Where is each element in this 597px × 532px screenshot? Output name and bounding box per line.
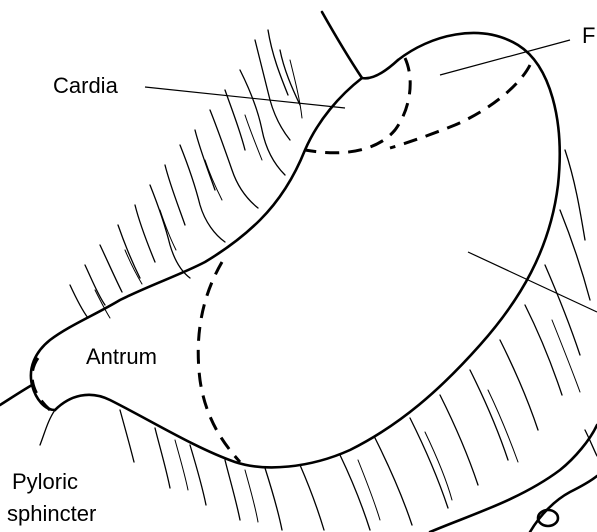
region-boundaries xyxy=(30,57,532,464)
fundus-leader xyxy=(439,39,571,76)
body-leader xyxy=(467,251,597,313)
label-pyloric-line1: Pyloric xyxy=(12,469,79,494)
stomach-outer-wall xyxy=(53,31,561,469)
label-antrum: Antrum xyxy=(86,344,157,369)
intestine-fragment xyxy=(428,423,597,532)
fundus-boundary-dash xyxy=(389,64,532,150)
duodenum xyxy=(0,383,56,446)
cardia-leader xyxy=(144,86,346,109)
leader-lines xyxy=(144,39,597,313)
pyloric-boundary-dash xyxy=(30,357,52,412)
greater-omentum-texture xyxy=(119,149,591,531)
antrum-boundary-dash xyxy=(196,261,242,464)
esophagus xyxy=(320,10,400,80)
stomach-inner-wall xyxy=(29,76,364,412)
label-pyloric-line2: sphincter xyxy=(7,501,97,526)
label-fundus: F xyxy=(582,23,596,48)
cardia-boundary-dash xyxy=(304,57,412,155)
label-cardia: Cardia xyxy=(53,73,118,98)
